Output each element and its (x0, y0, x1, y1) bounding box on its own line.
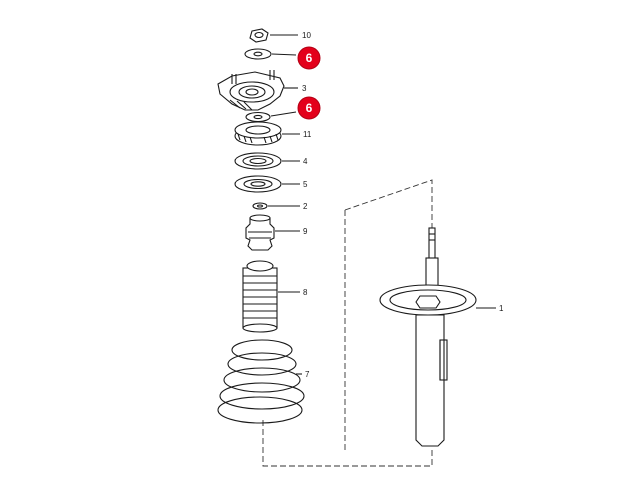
part-6-lower-washer[interactable] (245, 111, 297, 123)
part-number-11: 11 (303, 130, 312, 139)
part-6-upper-washer[interactable] (244, 48, 297, 60)
part-number-9: 9 (303, 227, 308, 236)
part-4-spring-seat[interactable]: 4 (234, 152, 308, 170)
part-number-2: 2 (303, 202, 308, 211)
part-1-strut[interactable]: 1 (379, 227, 504, 447)
part-number-1: 1 (499, 304, 504, 313)
svg-text:6: 6 (306, 101, 313, 115)
part-number-4: 4 (303, 157, 308, 166)
part-number-10: 10 (302, 31, 311, 40)
part-8-dust-boot[interactable]: 8 (242, 260, 308, 333)
part-3-strut-mount[interactable]: 3 (217, 70, 307, 111)
callout-6-lower[interactable]: 6 (297, 96, 321, 120)
callout-6-upper[interactable]: 6 (297, 46, 321, 70)
part-2-washer[interactable]: 2 (252, 202, 308, 211)
part-number-3: 3 (302, 84, 307, 93)
part-number-7: 7 (305, 370, 310, 379)
part-11-bearing[interactable]: 11 (234, 121, 312, 146)
part-7-coil-spring[interactable]: 7 (217, 339, 310, 424)
part-10-nut[interactable]: 10 (249, 28, 311, 43)
part-number-8: 8 (303, 288, 308, 297)
part-5-spring-pad[interactable]: 5 (234, 175, 308, 193)
part-9-bump-stop[interactable]: 9 (245, 214, 308, 251)
assembly-outline (262, 179, 433, 467)
svg-text:6: 6 (306, 51, 313, 65)
part-number-5: 5 (303, 180, 308, 189)
